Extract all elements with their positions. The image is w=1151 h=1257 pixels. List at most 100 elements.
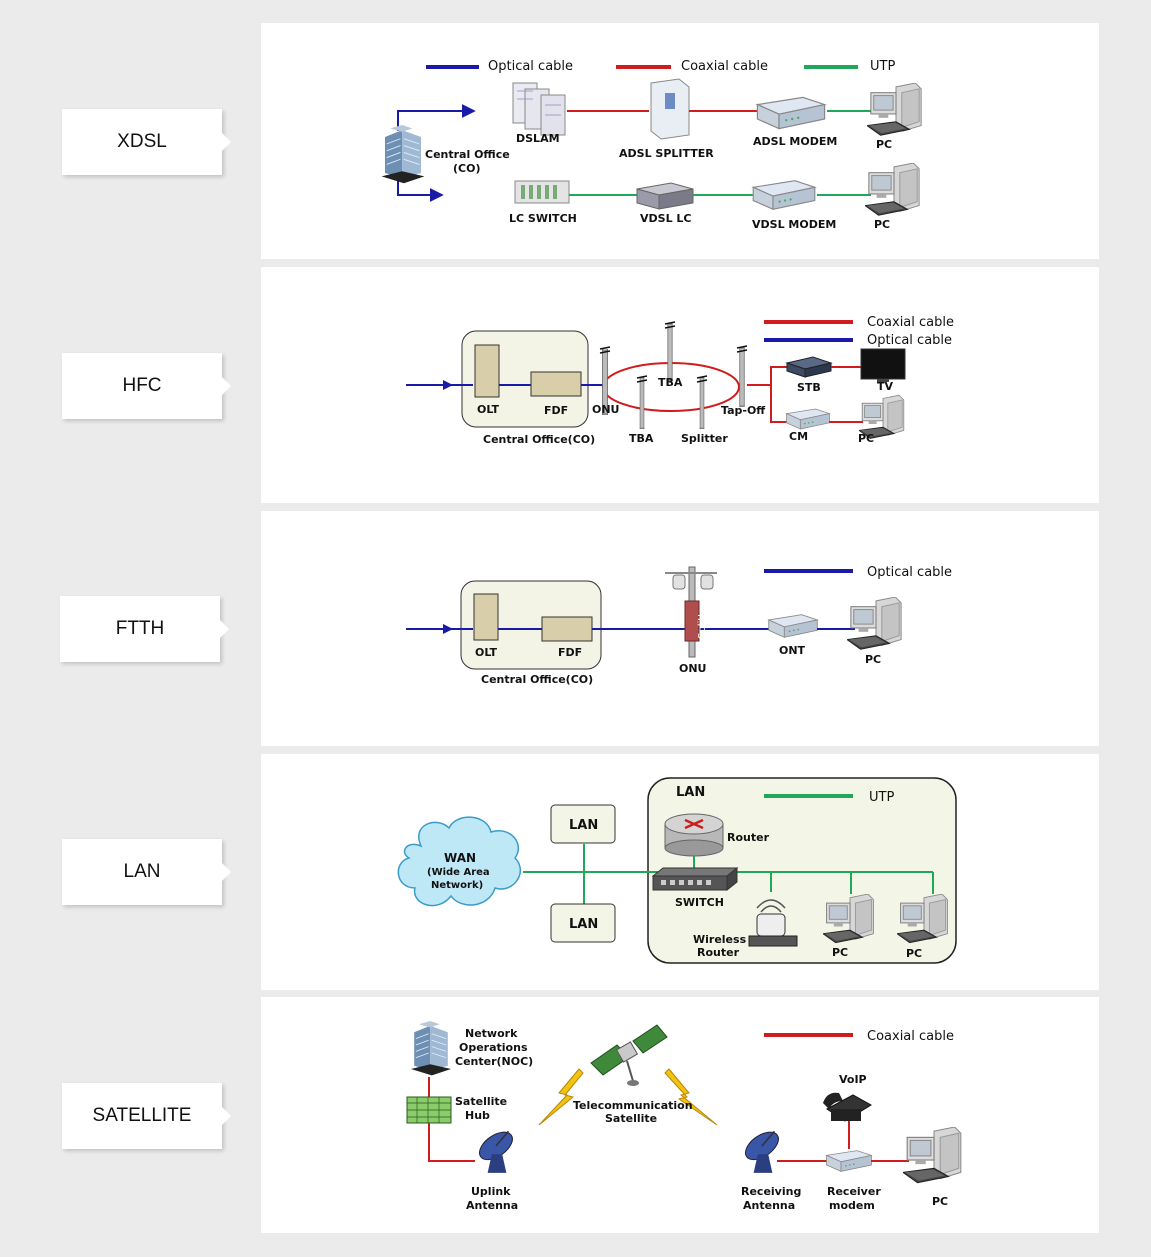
- legend-coaxial-label: Coaxial cable: [867, 1029, 954, 1044]
- noc-label: Center(NOC): [455, 1055, 533, 1068]
- tba-label: TBA: [658, 376, 683, 389]
- splitter-label: Splitter: [697, 602, 708, 639]
- wan-cloud-icon: [397, 816, 521, 907]
- lightning-icon: [664, 1068, 718, 1126]
- cm-label: CM: [789, 430, 808, 443]
- legend-optical-label: Optical cable: [488, 59, 573, 74]
- receiving-label: Receiving: [741, 1185, 801, 1198]
- row-label-xdsl: XDSL: [62, 109, 231, 175]
- central-office-abbr: (CO): [453, 162, 480, 175]
- fdf-box: [530, 371, 582, 397]
- xdsl-diagram: Optical cable Coaxial cable UTP Central …: [381, 59, 922, 231]
- lan-label: LAN: [569, 917, 598, 932]
- receiver-label: Receiver: [827, 1185, 881, 1198]
- vdsl-lc-icon: [636, 182, 694, 210]
- adsl-modem-icon: [756, 96, 826, 130]
- splitter-pole-icon: [699, 377, 705, 429]
- tap-off-label: Tap-Off: [721, 404, 765, 417]
- noc-label: Operations: [459, 1041, 528, 1054]
- legend-optical-label: Optical cable: [867, 565, 952, 580]
- pc-label: PC: [865, 653, 881, 666]
- ont-label: ONT: [779, 644, 806, 657]
- uplink-label: Antenna: [466, 1199, 518, 1212]
- hfc-panel: Coaxial cable Optical cable OLT FDF Cent…: [261, 267, 1099, 503]
- row-label-text: HFC: [122, 375, 162, 396]
- olt-box: [473, 593, 499, 641]
- tba-pole-icon: [639, 377, 645, 429]
- ont-icon: [768, 614, 818, 638]
- ftth-panel: Optical cable OLT FDF Central Office(CO)…: [261, 511, 1099, 746]
- optical-link-top: [397, 104, 476, 131]
- lightning-icon: [538, 1068, 584, 1126]
- receiver-label: modem: [829, 1199, 875, 1212]
- vdsl-modem-label: VDSL MODEM: [752, 218, 836, 231]
- satellite-label: Satellite: [605, 1112, 657, 1125]
- coax-tap-cm: [770, 385, 791, 423]
- tv-icon: [860, 348, 906, 382]
- adsl-splitter-label: ADSL SPLITTER: [619, 147, 714, 160]
- satellite-icon: [590, 1024, 668, 1086]
- tapoff-pole-icon: [739, 347, 745, 407]
- stb-label: STB: [797, 381, 821, 394]
- onu-label: ONU: [679, 662, 707, 675]
- legend-coaxial-label: Coaxial cable: [681, 59, 768, 74]
- central-office-label: Central Office(CO): [483, 433, 595, 446]
- pole-markers: [599, 321, 748, 383]
- row-label-text: SATELLITE: [92, 1105, 192, 1126]
- satellite-diagram: Coaxial cable Network Operations Center(…: [406, 1021, 962, 1212]
- row-label-text: LAN: [123, 861, 161, 882]
- lc-switch-label: LC SWITCH: [509, 212, 577, 225]
- uplink-label: Uplink: [471, 1185, 511, 1198]
- cm-icon: [786, 408, 830, 430]
- pc-label: PC: [906, 947, 922, 960]
- olt-label: OLT: [475, 646, 498, 659]
- lan-box: [647, 777, 957, 964]
- lan-diagram: LAN UTP WAN (Wide Area Network) LAN LAN …: [397, 777, 957, 964]
- row-label-ftth: FTTH: [60, 596, 229, 662]
- dslam-label: DSLAM: [516, 132, 560, 145]
- lc-switch-icon: [514, 180, 570, 204]
- tba-label: TBA: [629, 432, 654, 445]
- satellite-label: Telecommunication: [573, 1099, 693, 1112]
- coax-hub-uplink: [428, 1123, 475, 1162]
- uplink-dish-icon: [473, 1125, 519, 1174]
- stb-icon: [785, 356, 833, 378]
- row-label-text: FTTH: [115, 618, 165, 639]
- onu-pole-icon: [665, 566, 717, 658]
- router-label: Router: [727, 831, 770, 844]
- noc-label: Network: [465, 1027, 518, 1040]
- pc-label: PC: [858, 432, 874, 445]
- receiving-label: Antenna: [743, 1199, 795, 1212]
- tv-label: TV: [877, 380, 894, 393]
- lan-panel: LAN UTP WAN (Wide Area Network) LAN LAN …: [261, 754, 1099, 990]
- onu-label: ONU: [592, 403, 620, 416]
- wireless-router-label: Wireless: [693, 933, 747, 946]
- pc-label: PC: [874, 218, 890, 231]
- wireless-router-label: Router: [697, 946, 740, 959]
- building-icon: [381, 125, 425, 184]
- fdf-label: FDF: [558, 646, 582, 659]
- row-label-satellite: SATELLITE: [62, 1083, 231, 1149]
- hfc-diagram: Coaxial cable Optical cable OLT FDF Cent…: [406, 315, 954, 446]
- splitter-label: Splitter: [681, 432, 728, 445]
- hub-label: Satellite: [455, 1095, 507, 1108]
- dslam-icon: [512, 82, 566, 136]
- adsl-modem-label: ADSL MODEM: [753, 135, 837, 148]
- vdsl-modem-icon: [752, 180, 816, 210]
- satellite-hub-icon: [406, 1096, 452, 1124]
- router-icon: [664, 813, 724, 857]
- satellite-panel: Coaxial cable Network Operations Center(…: [261, 997, 1099, 1233]
- lan-bottom-box: [550, 903, 616, 943]
- hub-label: Hub: [465, 1109, 490, 1122]
- pc-icon: [865, 163, 920, 216]
- pc-icon: [847, 597, 902, 650]
- wan-label: WAN: [444, 851, 476, 865]
- legend-utp-label: UTP: [869, 790, 894, 805]
- lan-label: LAN: [569, 818, 598, 833]
- pc-icon: [867, 83, 922, 136]
- adsl-splitter-icon: [650, 78, 690, 140]
- row-label-lan: LAN: [62, 839, 231, 905]
- wan-label: Network): [431, 880, 483, 891]
- olt-label: OLT: [477, 403, 500, 416]
- ftth-diagram: Optical cable OLT FDF Central Office(CO)…: [406, 565, 952, 686]
